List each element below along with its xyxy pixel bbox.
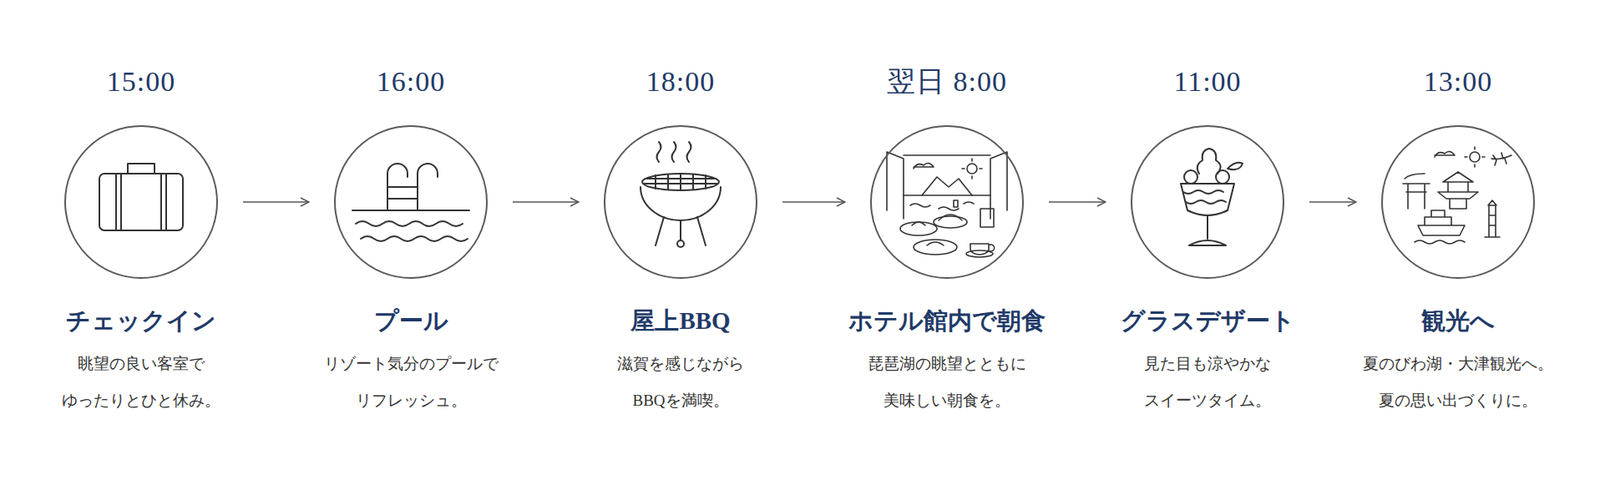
step-circle: 18:00屋上BBQ滋賀を感じながら BBQを満喫。 [603, 125, 758, 279]
bbq-grill-icon [640, 141, 721, 248]
step-title: 観光へ [1421, 305, 1495, 336]
step-title: プール [374, 305, 449, 336]
parfait-icon [1180, 148, 1243, 246]
flow-arrow [243, 201, 309, 203]
step-title: グラスデザート [1120, 305, 1296, 336]
step-circle: 翌日 8:00ホテル館内で朝食琵琶湖の眺望とともに 美味しい朝食を。 [870, 125, 1024, 279]
suitcase-icon [99, 163, 183, 231]
step-description: 夏のびわ湖・大津観光へ。 夏の思い出づくりに。 [1353, 345, 1563, 420]
time-label: 13:00 [1423, 65, 1493, 99]
time-label: 18:00 [646, 65, 715, 99]
pool-icon [352, 163, 470, 242]
step-description: 見た目も涼やかな スイーツタイム。 [1103, 345, 1312, 420]
time-label: 11:00 [1173, 65, 1241, 99]
step-title: ホテル館内で朝食 [848, 305, 1046, 336]
step-description: リゾート気分のプールで リフレッシュ。 [306, 345, 516, 420]
sightseeing-icon [1402, 146, 1512, 244]
step-description: 琵琶湖の眺望とともに 美味しい朝食を。 [842, 345, 1052, 420]
flow-arrow [782, 201, 846, 203]
step-circle: 16:00プールリゾート気分のプールで リフレッシュ。 [334, 125, 488, 279]
time-label: 16:00 [376, 65, 446, 99]
flow-arrow [1048, 201, 1106, 203]
step-description: 滋賀を感じながら BBQを満喫。 [576, 345, 785, 420]
flow-arrow [1309, 201, 1357, 203]
step-circle: 15:00チェックイン眺望の良い客室で ゆったりとひと休み。 [64, 125, 218, 279]
step-description: 眺望の良い客室で ゆったりとひと休み。 [36, 345, 246, 420]
step-circle: 11:00グラスデザート見た目も涼やかな スイーツタイム。 [1130, 125, 1285, 279]
step-title: 屋上BBQ [630, 305, 730, 336]
breakfast-view-icon [886, 151, 1008, 258]
step-title: チェックイン [65, 305, 217, 336]
step-circle: 13:00観光へ夏のびわ湖・大津観光へ。 夏の思い出づくりに。 [1381, 125, 1535, 279]
time-label: 翌日 8:00 [886, 65, 1008, 99]
flow-arrow [512, 201, 579, 203]
time-label: 15:00 [106, 65, 176, 99]
